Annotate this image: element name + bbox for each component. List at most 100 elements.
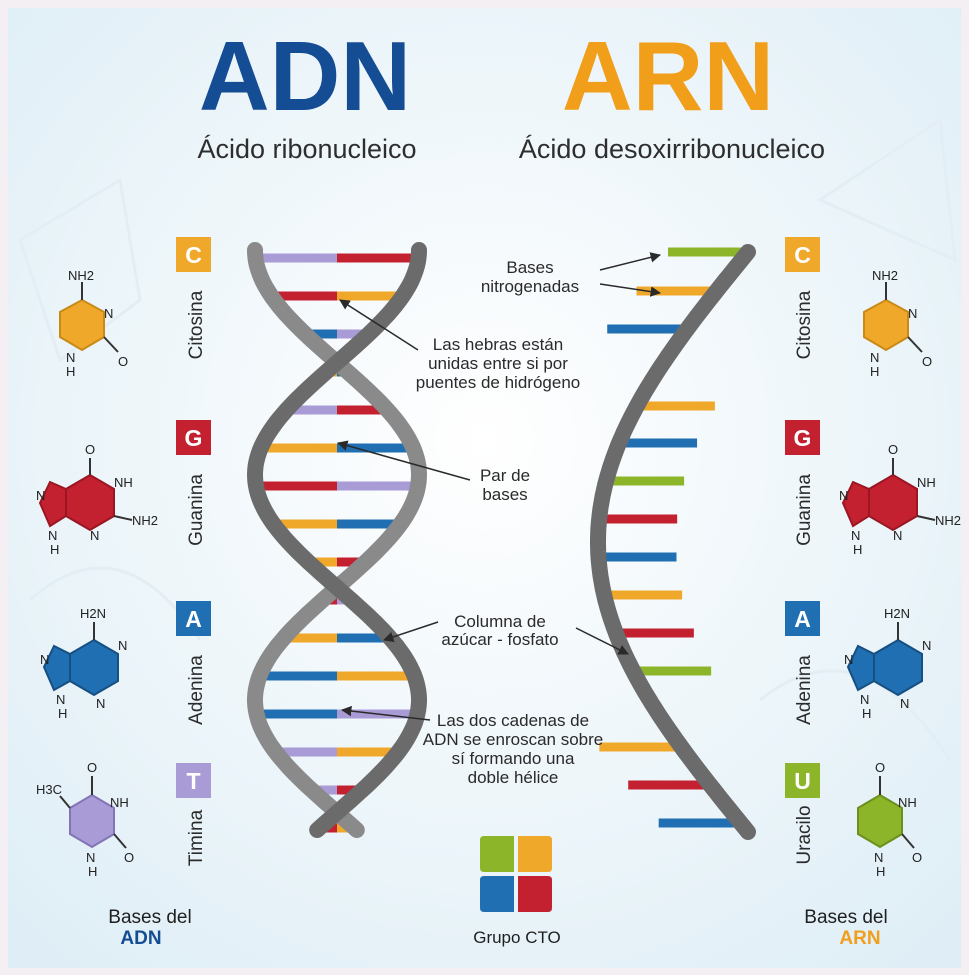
thymine-badge xyxy=(176,763,211,798)
rna-cytosine-atom-n2: N xyxy=(870,350,879,365)
rna-cytosine-atom-h: H xyxy=(870,364,879,379)
cadenas-line4: doble hélice xyxy=(468,768,559,787)
rna-guanine-atom-n1: N xyxy=(839,488,848,503)
rna-adenine-atom-h: H xyxy=(862,706,871,721)
rna-guanine-letter: G xyxy=(794,425,812,451)
cadenas-line1: Las dos cadenas de xyxy=(437,711,589,730)
dna-bases-column: C Citosina G Guanina A Adenina T Timina xyxy=(176,237,211,866)
thymine-atom-o2: O xyxy=(124,850,134,865)
rna-adenine-atom-n1: N xyxy=(922,638,931,653)
guanine-atom-nh2: NH2 xyxy=(132,513,158,528)
guanine-atom-nh: NH xyxy=(114,475,133,490)
thymine-atom-o1: O xyxy=(87,760,97,775)
arrow-bases-1 xyxy=(599,252,662,271)
logo-text: Grupo CTO xyxy=(473,928,561,947)
adenine-atom-n1: N xyxy=(118,638,127,653)
adenine-atom-n3: N xyxy=(96,696,105,711)
cadenas-line3: sí formando una xyxy=(452,749,575,768)
adenine-label: Adenina xyxy=(186,655,207,725)
cytosine-atom-nh2: NH2 xyxy=(68,268,94,283)
cytosine-atom-n2: N xyxy=(66,350,75,365)
rna-single-strand xyxy=(590,244,756,840)
rna-adenine-atom-n4: N xyxy=(860,692,869,707)
rna-adenine-molecule: H2N N N N N H xyxy=(844,606,931,721)
thymine-atom-h3c: H3C xyxy=(36,782,62,797)
annotation-cadenas: Las dos cadenas de ADN se enroscan sobre… xyxy=(340,705,603,787)
cadenas-line2: ADN se enroscan sobre xyxy=(423,730,603,749)
rna-guanine-molecule: O NH N N N H NH2 xyxy=(839,442,961,557)
rna-adenine-atom-n3: N xyxy=(900,696,909,711)
footer-dna-label: Bases del xyxy=(108,907,191,928)
guanine-atom-n2: N xyxy=(48,528,57,543)
par-bases-line2: bases xyxy=(482,485,527,504)
rna-adenine-atom-h2n: H2N xyxy=(884,606,910,621)
thymine-atom-h: H xyxy=(88,864,97,879)
dna-subtitle: Ácido ribonucleico xyxy=(197,134,416,164)
arrow-bases-2 xyxy=(599,283,662,297)
dna-double-helix xyxy=(246,242,428,838)
guanine-letter: G xyxy=(185,425,203,451)
guanine-atom-h: H xyxy=(50,542,59,557)
footer-rna-name: ARN xyxy=(839,928,880,949)
annotation-hebras: Las hebras están unidas entre si por pue… xyxy=(339,299,580,392)
rna-guanine-atom-n3: N xyxy=(893,528,902,543)
rna-base-guanine: G Guanina xyxy=(785,420,820,546)
thymine-letter: T xyxy=(186,768,200,794)
rna-guanine-atom-nh: NH xyxy=(917,475,936,490)
rna-backbone xyxy=(590,244,756,840)
rna-cytosine-atom-n1: N xyxy=(908,306,917,321)
rna-guanine-atom-nh2: NH2 xyxy=(935,513,961,528)
uracil-atom-nh: NH xyxy=(898,795,917,810)
rna-adenine-badge xyxy=(785,601,820,636)
dna-base-guanine: G Guanina xyxy=(176,420,211,546)
rna-guanine-badge xyxy=(785,420,820,455)
rna-title: ARN xyxy=(562,21,774,131)
thymine-label: Timina xyxy=(186,809,207,866)
cytosine-atom-n1: N xyxy=(104,306,113,321)
thymine-atom-n: N xyxy=(86,850,95,865)
footer-rna-label: Bases del xyxy=(804,907,887,928)
annotation-bases-nitrogenadas: Bases nitrogenadas xyxy=(481,252,662,297)
guanine-atom-n1: N xyxy=(36,488,45,503)
arrow-columna-left xyxy=(383,621,439,642)
guanine-badge xyxy=(176,420,211,455)
rna-guanine-atom-h: H xyxy=(853,542,862,557)
hebras-line2: unidas entre si por xyxy=(428,354,568,373)
uracil-letter: U xyxy=(794,768,811,794)
rna-bases-column: C Citosina G Guanina A Adenina U Uracilo xyxy=(785,237,820,865)
bases-nitrogenadas-line2: nitrogenadas xyxy=(481,277,579,296)
adenine-atom-h: H xyxy=(58,706,67,721)
rna-guanine-atom-o: O xyxy=(888,442,898,457)
dna-backbone-back xyxy=(247,242,428,838)
uracil-atom-h: H xyxy=(876,864,885,879)
columna-line1: Columna de xyxy=(454,612,546,631)
guanine-atom-n3: N xyxy=(90,528,99,543)
footer-dna: Bases del ADN xyxy=(108,907,191,949)
adenine-atom-n4: N xyxy=(56,692,65,707)
rna-adenine-label: Adenina xyxy=(794,655,815,725)
uracil-atom-o2: O xyxy=(912,850,922,865)
arrow-par-bases xyxy=(336,440,471,481)
arrow-cadenas xyxy=(340,705,431,721)
cytosine-letter: C xyxy=(185,242,202,268)
grupo-cto-logo: Grupo CTO xyxy=(473,836,561,947)
hebras-line3: puentes de hidrógeno xyxy=(416,373,580,392)
uracil-label: Uracilo xyxy=(794,805,815,864)
dna-base-cytosine: C Citosina xyxy=(176,237,211,359)
thymine-atom-nh: NH xyxy=(110,795,129,810)
guanine-label: Guanina xyxy=(186,474,207,546)
rna-guanine-atom-n2: N xyxy=(851,528,860,543)
bases-nitrogenadas-line1: Bases xyxy=(506,258,553,277)
rna-subtitle: Ácido desoxirribonucleico xyxy=(519,134,825,164)
footer-dna-name: ADN xyxy=(120,928,161,949)
rna-cytosine-atom-o: O xyxy=(922,354,932,369)
rna-cytosine-molecule: NH2 N N H O xyxy=(863,268,932,379)
uracil-atom-n: N xyxy=(874,850,883,865)
footer-rna: Bases del ARN xyxy=(804,907,887,949)
adenine-atom-n2: N xyxy=(40,652,49,667)
columna-line2: azúcar - fosfato xyxy=(441,630,558,649)
rna-cytosine-letter: C xyxy=(794,242,811,268)
adenine-badge xyxy=(176,601,211,636)
dna-base-thymine: T Timina xyxy=(176,763,211,866)
